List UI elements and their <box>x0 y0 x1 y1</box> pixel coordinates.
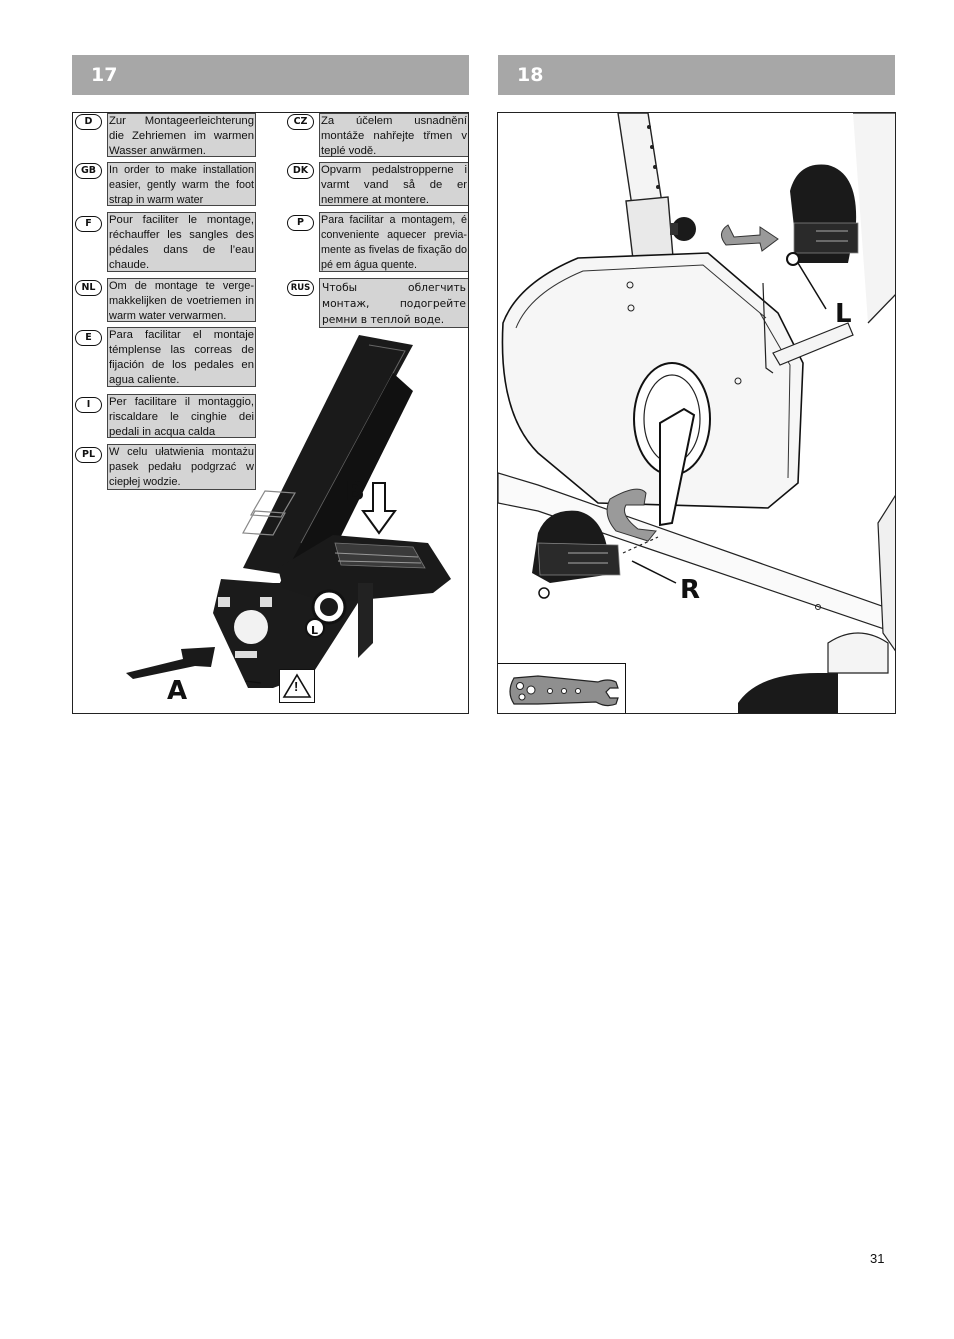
wrench-tool-icon <box>509 675 619 707</box>
lang-badge-f: F <box>75 216 102 232</box>
lang-badge-e: E <box>75 330 102 346</box>
lang-badge-nl: NL <box>75 280 102 296</box>
lang-badge-d: D <box>75 114 102 130</box>
instruction-text-cz: Za účelem usnadnění montáže nahřejte třm… <box>319 113 468 157</box>
lang-badge-p: P <box>287 215 314 231</box>
label-right-pedal: R <box>680 575 701 605</box>
instruction-text-gb: In order to make installation easier, ge… <box>107 162 256 206</box>
warning-box: ! <box>279 669 315 703</box>
step-17-header: 17 <box>72 55 469 95</box>
lang-badge-dk: DK <box>287 163 314 179</box>
wrench-inset-box <box>498 663 626 713</box>
instruction-text-i: Per facilitare il montaggio, riscaldare … <box>107 394 256 438</box>
step-18-header: 18 <box>498 55 895 95</box>
instruction-text-f: Pour faciliter le montage, réchauffer le… <box>107 212 256 272</box>
lang-badge-pl: PL <box>75 447 102 463</box>
svg-text:L: L <box>311 624 318 637</box>
step-18-panel: L R <box>497 112 896 714</box>
instruction-text-pl: W celu ułatwienia montażu pasek pedału p… <box>107 444 256 490</box>
lang-badge-i: I <box>75 397 102 413</box>
instruction-text-nl: Om de montage te verge-makkelijken de vo… <box>107 278 256 322</box>
bike-pedal-illustration <box>498 113 895 713</box>
instruction-text-p: Para facilitar a montagem, é conveniente… <box>319 212 468 272</box>
label-b: B <box>345 477 365 507</box>
warning-triangle-icon <box>282 673 312 698</box>
lang-badge-rus: RUS <box>287 280 314 296</box>
label-left-pedal: L <box>835 299 852 329</box>
instruction-text-e: Para facilitar el montaje témplense las … <box>107 327 256 387</box>
instruction-text-d: Zur Montageerleichterung die Zehriemen i… <box>107 113 256 157</box>
lang-badge-gb: GB <box>75 163 102 179</box>
lang-badge-cz: CZ <box>287 114 314 130</box>
warning-mark: ! <box>294 679 299 694</box>
instruction-text-rus: Чтобы облегчить монтаж, подогрейте ремни… <box>319 278 468 328</box>
label-a: A <box>167 676 188 706</box>
instruction-text-dk: Opvarm pedalstropperne i varmt vand så d… <box>319 162 468 206</box>
page-number: 31 <box>870 1251 885 1266</box>
step-17-panel: L D Zur Montageerleichterung die Zehriem… <box>72 112 469 714</box>
pedal-strap-illustration: L <box>126 335 451 688</box>
